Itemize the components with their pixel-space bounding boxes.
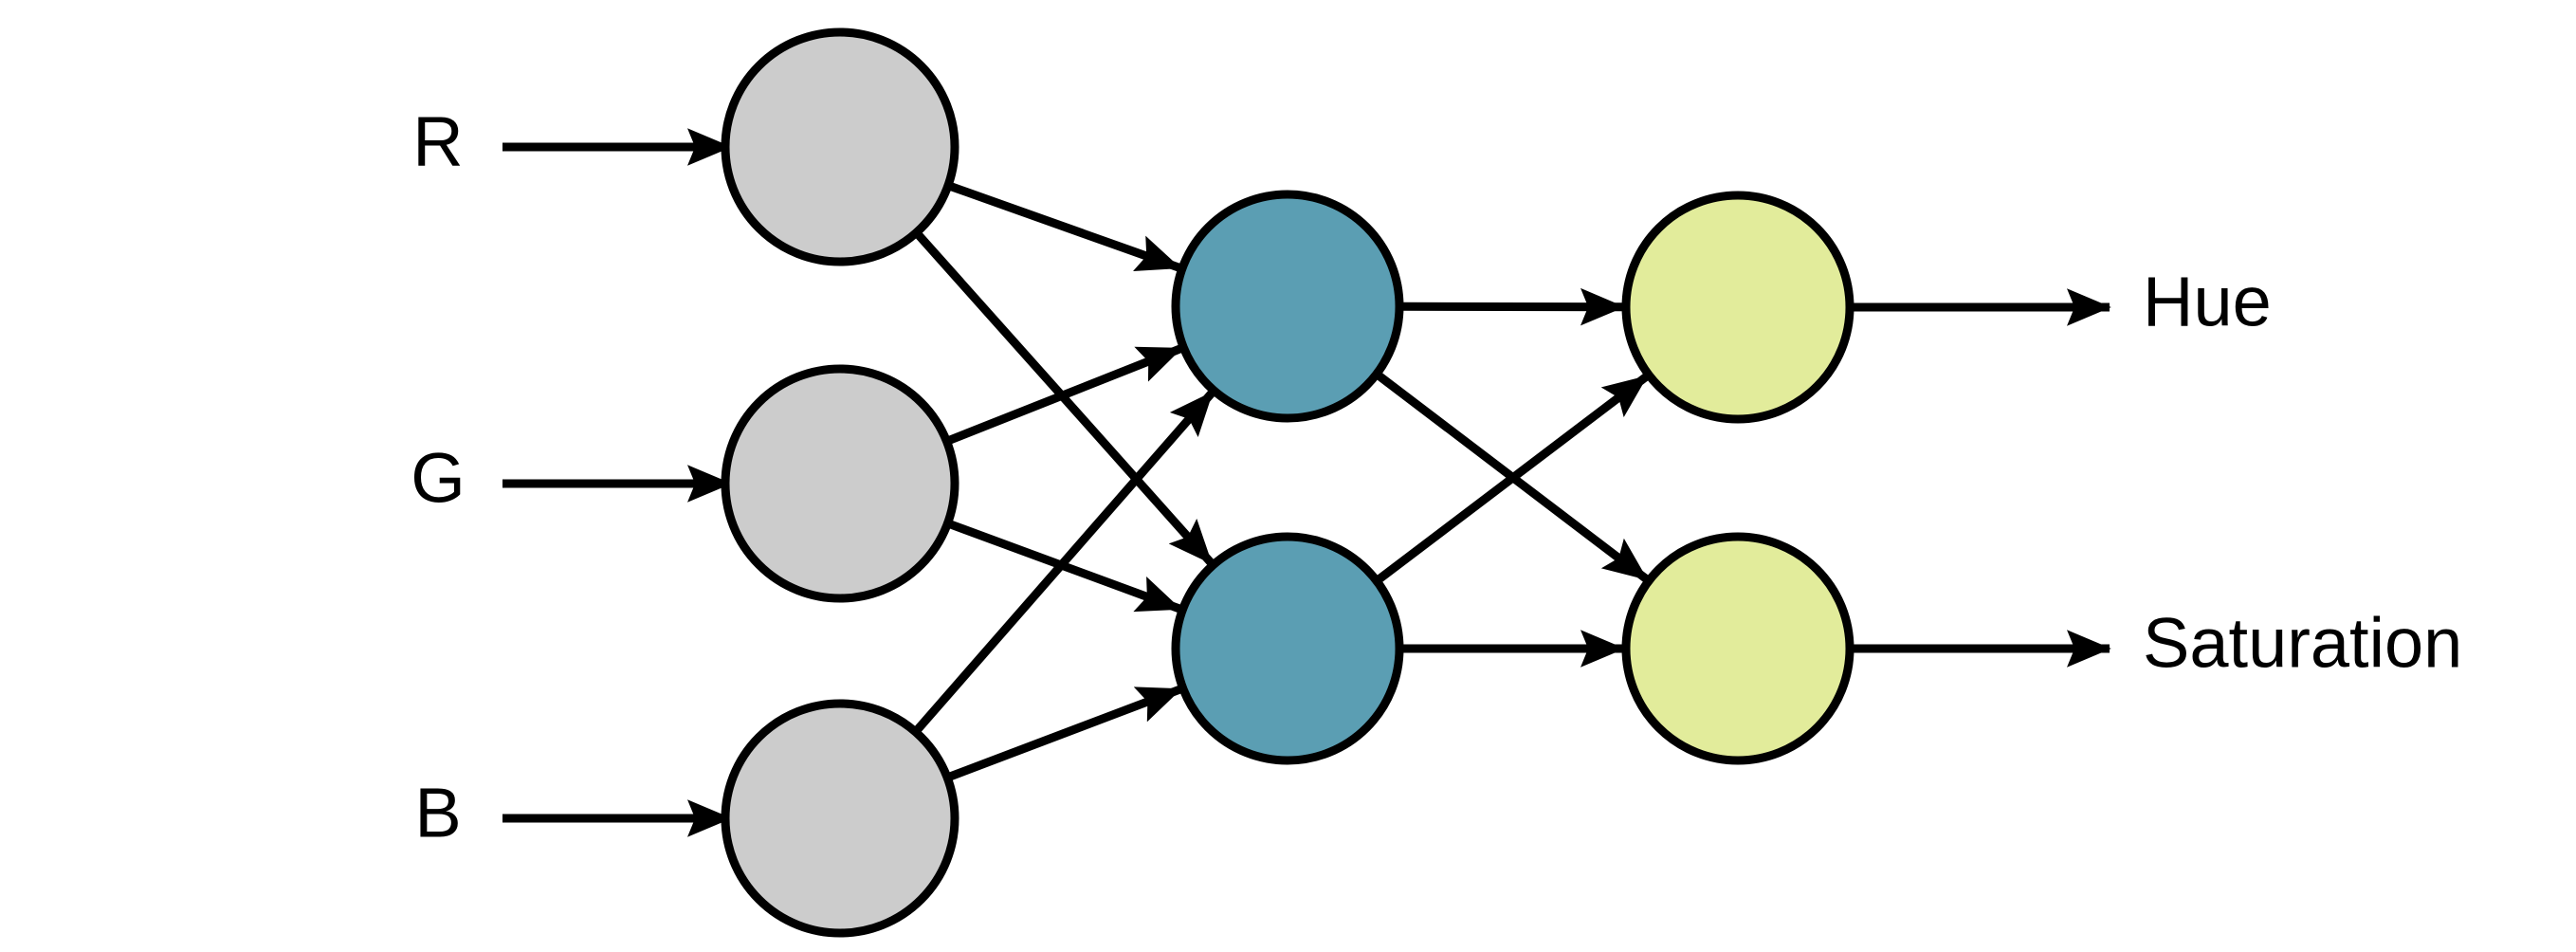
input-label-g: G — [411, 439, 466, 518]
io-arrows-group — [502, 128, 2111, 837]
edge-b-to-h1 — [913, 390, 1215, 734]
input-label-r: R — [412, 102, 463, 181]
output-label-saturation: Saturation — [2143, 604, 2462, 683]
input-label-b: B — [414, 774, 461, 852]
edge-g-to-h1 — [946, 344, 1183, 445]
node-hid-2[interactable] — [1171, 532, 1404, 765]
node-out-hue[interactable] — [1621, 191, 1854, 424]
node-in-g[interactable] — [721, 364, 959, 603]
edge-r-to-h1 — [948, 182, 1181, 272]
node-hid-1[interactable] — [1171, 190, 1404, 423]
nodes-group — [721, 27, 1854, 938]
connection-edges-group — [913, 182, 1650, 781]
output-label-hue: Hue — [2143, 263, 2272, 341]
node-in-b[interactable] — [721, 699, 959, 938]
node-out-sat[interactable] — [1621, 532, 1854, 765]
edge-b-to-h2 — [947, 685, 1182, 781]
edge-h2-to-hue — [1375, 373, 1650, 584]
node-in-r[interactable] — [721, 27, 959, 266]
